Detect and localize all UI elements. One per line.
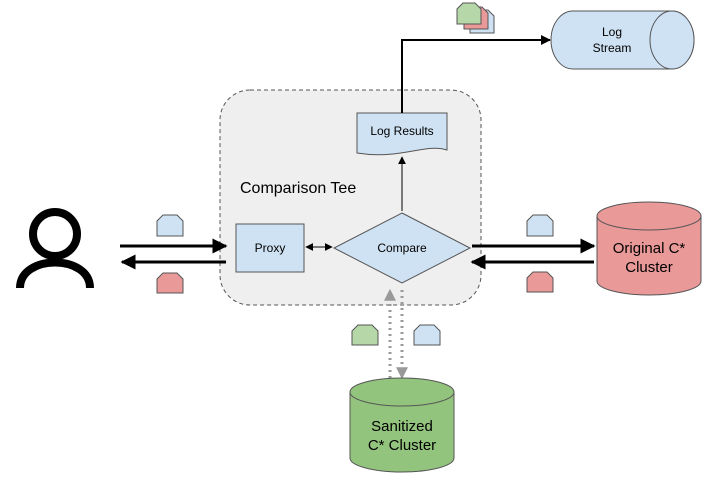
original-response-document-icon: [526, 271, 554, 293]
person-icon: [16, 208, 94, 289]
log-results-node: Log Results: [356, 112, 448, 156]
comparison-tee-label: Comparison Tee: [240, 180, 356, 197]
compare-label: Compare: [377, 241, 427, 255]
sanitized-cluster-label-line1: Sanitized: [371, 418, 433, 435]
original-cluster-label-line1: Original C*: [613, 240, 686, 257]
sanitized-cluster-node: Sanitized C* Cluster: [349, 377, 455, 473]
proxy-node: Proxy: [235, 223, 305, 273]
original-request-document-icon: [526, 214, 554, 237]
log-stream-node: Log Stream: [550, 10, 695, 70]
request-document-icon: [156, 214, 184, 237]
log-stream-label-line2: Stream: [593, 41, 632, 55]
original-cluster-node: Original C* Cluster: [596, 201, 702, 296]
response-document-icon: [156, 272, 184, 294]
log-documents-icon: [456, 2, 495, 34]
sanitized-request-document-icon: [413, 324, 441, 346]
log-results-label: Log Results: [370, 124, 433, 138]
proxy-label: Proxy: [255, 241, 286, 255]
sanitized-response-document-icon: [351, 324, 379, 346]
compare-node: Compare: [332, 212, 472, 284]
original-cluster-label-line2: Cluster: [625, 259, 673, 276]
log-to-stream-arrow: [401, 35, 551, 113]
log-stream-label-line1: Log: [602, 25, 622, 39]
sanitized-cluster-label-line2: C* Cluster: [368, 437, 436, 454]
